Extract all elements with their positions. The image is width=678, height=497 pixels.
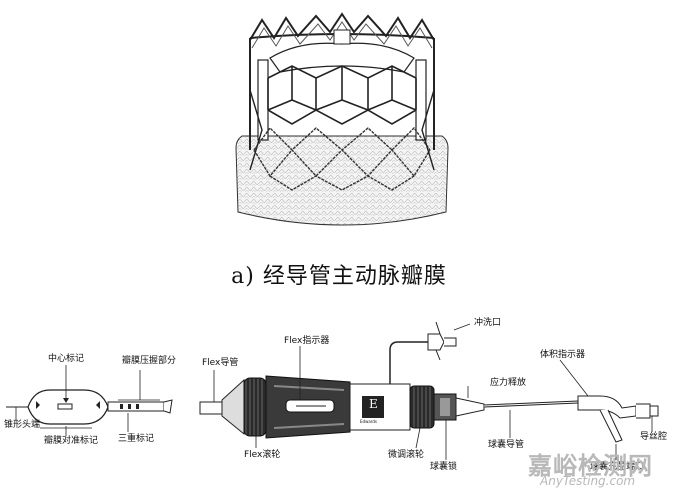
label-triple-mark: 三重标记 xyxy=(118,434,155,444)
center-mark-block xyxy=(57,403,73,410)
label-volume-indicator: 体积指示器 xyxy=(540,350,586,360)
label-tapered-tip: 锥形头端 xyxy=(4,420,41,430)
edwards-logo-text: Edwards xyxy=(360,419,377,424)
label-flex-catheter: Flex导管 xyxy=(202,358,239,368)
label-guidewire-lumen: 导丝腔 xyxy=(640,432,668,442)
label-stress-release: 应力释放 xyxy=(490,378,527,388)
flex-wheel xyxy=(243,377,267,437)
valve-skirt xyxy=(235,135,449,226)
delivery-system-illustration xyxy=(199,321,659,460)
label-fine-adjust-wheel: 微调滚轮 xyxy=(388,450,425,460)
label-valve-alignment-mark: 瓣膜对准标记 xyxy=(44,436,99,446)
watermark-sub: AnyTesting.com xyxy=(540,474,636,488)
fine-adjust-wheel xyxy=(409,385,435,429)
flush-tube xyxy=(389,341,428,384)
label-center-mark: 中心标记 xyxy=(48,354,85,364)
label-flex-indicator: Flex指示器 xyxy=(284,336,330,346)
figure-caption: a) 经导管主动脉瓣膜 xyxy=(231,264,447,289)
label-flex-wheel: Flex滚轮 xyxy=(244,450,281,460)
valve-leaflet xyxy=(269,42,415,73)
aortic-valve-illustration xyxy=(235,12,449,226)
label-balloon-lock: 球囊锁 xyxy=(430,462,458,472)
balloon-catheter-illustration xyxy=(6,365,173,436)
watermark-main: 嘉峪检测网 xyxy=(528,452,653,480)
label-valve-crimp-section: 瓣膜压握部分 xyxy=(122,356,177,366)
valve-struts xyxy=(267,65,417,125)
edwards-logo-letter: E xyxy=(369,397,378,411)
edwards-logo xyxy=(362,396,384,418)
label-balloon-inflation-port: 球囊充盈端口 xyxy=(590,462,645,472)
valve-crown xyxy=(249,12,435,41)
label-balloon-catheter: 球囊导管 xyxy=(488,440,525,450)
label-flush-port: 冲洗口 xyxy=(474,318,502,328)
